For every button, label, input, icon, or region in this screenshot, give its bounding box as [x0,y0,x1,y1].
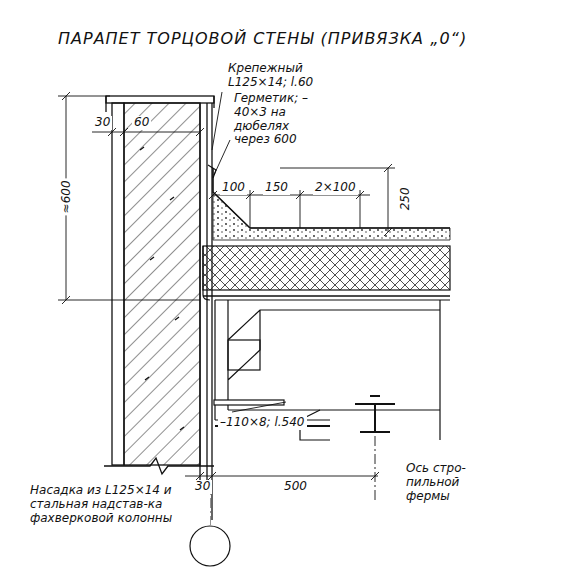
dimension: ≈600 [60,178,74,215]
wall [104,96,214,520]
dimension: 2×100 [313,181,358,195]
axis-label: Ось стро-пильной фермы [404,462,500,503]
dimension: 30 [93,116,112,130]
note-text: Насадка из L125×14 и стальная надстав-ка… [28,484,210,525]
plate-label: –110×8; l.540 [218,416,307,430]
roof [203,165,450,440]
dimension: 150 [263,181,290,195]
note-text: Герметик; –40×3 на дюбелях через 600 [232,92,328,147]
dimension: 100 [220,181,247,195]
dimension: 250 [399,185,413,212]
drawing-title: ПАРАПЕТ ТОРЦОВОЙ СТЕНЫ (ПРИВЯЗКА „0“) [58,30,467,48]
dimension: 500 [282,480,309,494]
note-text: Крепежный L125×14; l.60 [226,62,348,90]
dimension: 60 [132,116,151,130]
dimension: 30 [193,480,212,494]
